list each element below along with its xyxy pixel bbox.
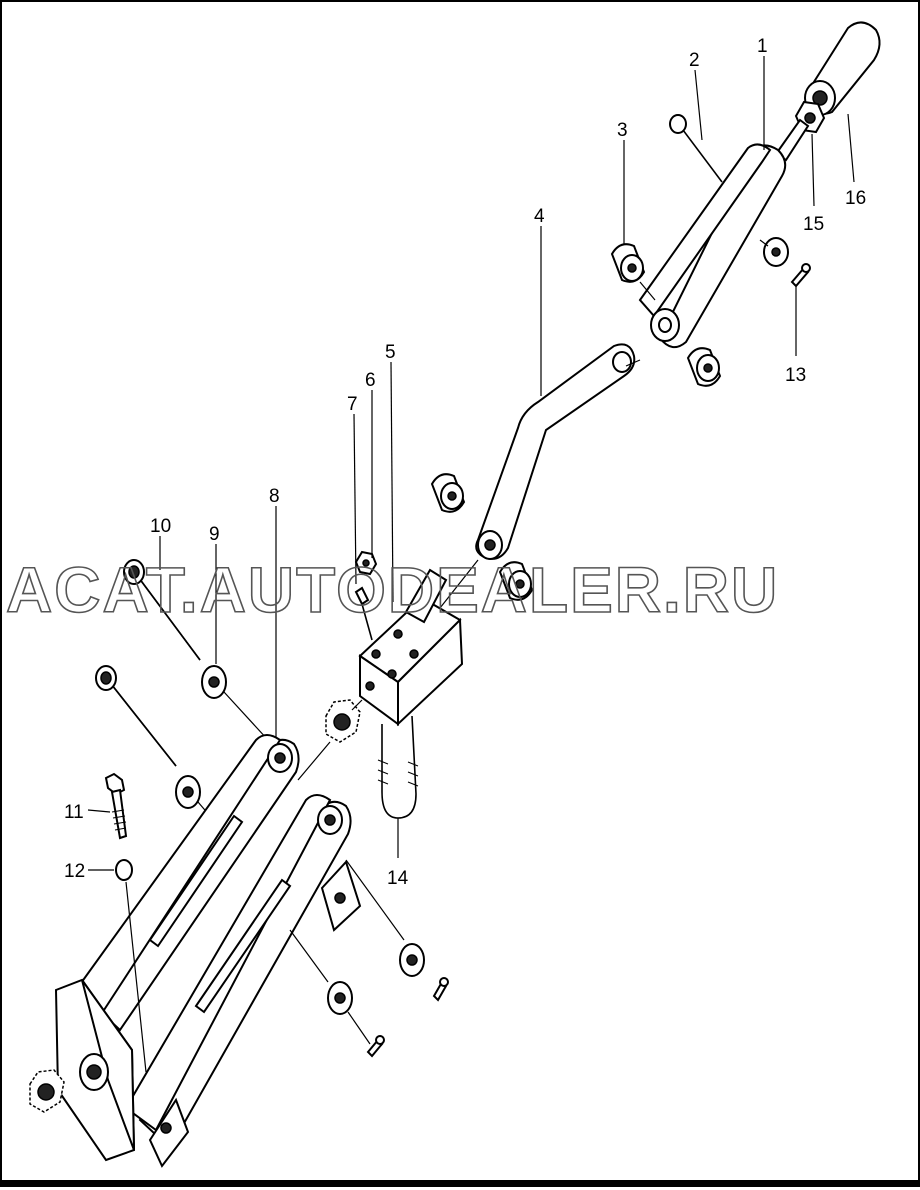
washer-lower-right: [399, 943, 425, 977]
cotter-pin-lower-right: [432, 977, 449, 1002]
part-12-lock-washer: [115, 859, 133, 881]
washer-second-bolt: [175, 775, 201, 809]
callout-1: 1: [757, 36, 768, 57]
part-7-bolt: [354, 586, 373, 641]
part-13-cotter-pin: [790, 263, 811, 288]
callout-7: 7: [347, 394, 358, 415]
callout-6: 6: [365, 370, 376, 391]
callout-11: 11: [64, 802, 84, 823]
part-3-bushing: [610, 243, 646, 283]
part-2-pin: [669, 114, 723, 183]
bushing-left-link4: [430, 473, 466, 513]
callout-10: 10: [150, 516, 171, 537]
callout-9: 9: [209, 524, 220, 545]
part-5-block: [358, 568, 464, 727]
part-8-bracket: [54, 734, 362, 1168]
washer-lower-middle: [327, 981, 353, 1015]
cotter-pin-lower-middle: [366, 1035, 385, 1058]
part-6-nut: [354, 550, 378, 576]
callout-16: 16: [845, 188, 866, 209]
callout-4: 4: [534, 206, 545, 227]
callout-15: 15: [803, 214, 824, 235]
callout-labels: 1 2 3 4 5 6 7 8 9 10 11 12 13 14 15 16: [64, 36, 866, 889]
part-16-knob: [804, 21, 881, 116]
callout-2: 2: [689, 50, 700, 71]
bushing-lower-arm1: [686, 347, 722, 387]
hex-nut-lower-left: [29, 1069, 65, 1113]
part-14-u-bolt: [377, 715, 419, 819]
callout-3: 3: [617, 120, 628, 141]
part-15-nut: [794, 100, 826, 134]
bushing-right-link4: [498, 561, 534, 601]
part-11-bolt: [104, 772, 128, 840]
part-1-lever-arm: [638, 143, 787, 349]
callout-5: 5: [385, 342, 396, 363]
part-10-long-bolt: [123, 559, 201, 661]
part-4-bent-link: [475, 343, 636, 560]
callout-8: 8: [269, 486, 280, 507]
leader-lines: [87, 56, 855, 871]
part-9-washer: [201, 665, 227, 699]
callout-13: 13: [785, 365, 806, 386]
washer-upper-right: [763, 237, 789, 267]
hex-nut-centre: [325, 699, 361, 743]
watermark: ACAT.AUTODEALER.RU: [6, 554, 779, 626]
second-long-bolt: [95, 665, 177, 767]
callout-14: 14: [387, 868, 409, 889]
callout-12: 12: [64, 861, 85, 882]
